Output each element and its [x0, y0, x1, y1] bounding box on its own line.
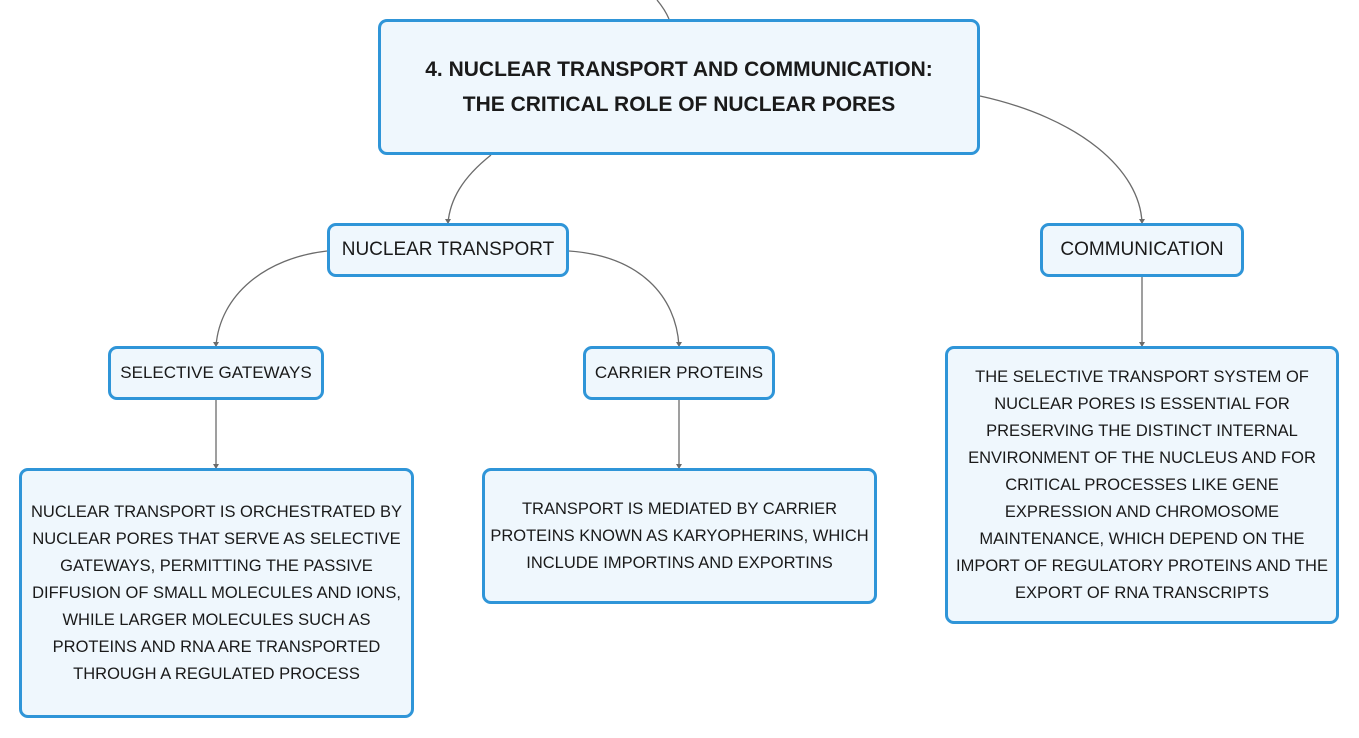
carrier-proteins-description-node[interactable]: TRANSPORT IS MEDIATED BY CARRIER PROTEIN… [482, 468, 877, 604]
topic-nuclear-transport[interactable]: NUCLEAR TRANSPORT [327, 223, 569, 277]
topic-nuclear-transport-label: NUCLEAR TRANSPORT [341, 239, 555, 260]
communication-description-text: THE SELECTIVE TRANSPORT SYSTEM OF NUCLEA… [956, 367, 1328, 602]
root-topic-text: 4. NUCLEAR TRANSPORT AND COMMUNICATION: … [425, 58, 933, 116]
selective-gateways-description-node[interactable]: NUCLEAR TRANSPORT IS ORCHESTRATED BY NUC… [19, 468, 414, 718]
subtopic-selective-gateways-label: SELECTIVE GATEWAYS [120, 363, 312, 382]
subtopic-selective-gateways[interactable]: SELECTIVE GATEWAYS [108, 346, 324, 400]
connector-parent-to-root [656, 0, 670, 20]
subtopic-carrier-proteins[interactable]: CARRIER PROTEINS [583, 346, 775, 400]
connector-root-to-transport [447, 154, 492, 224]
connector-root-to-communication [979, 95, 1143, 224]
communication-description-node[interactable]: THE SELECTIVE TRANSPORT SYSTEM OF NUCLEA… [945, 346, 1339, 624]
topic-communication-label: COMMUNICATION [1060, 239, 1224, 260]
selective-gateways-description-text: NUCLEAR TRANSPORT IS ORCHESTRATED BY NUC… [30, 502, 403, 683]
root-topic-node[interactable]: 4. NUCLEAR TRANSPORT AND COMMUNICATION: … [378, 19, 980, 155]
connector-transport-to-gateways [215, 250, 328, 347]
carrier-proteins-description-text: TRANSPORT IS MEDIATED BY CARRIER PROTEIN… [490, 499, 869, 572]
connector-transport-to-carriers [568, 250, 680, 347]
subtopic-carrier-proteins-label: CARRIER PROTEINS [594, 363, 764, 382]
topic-communication[interactable]: COMMUNICATION [1040, 223, 1244, 277]
